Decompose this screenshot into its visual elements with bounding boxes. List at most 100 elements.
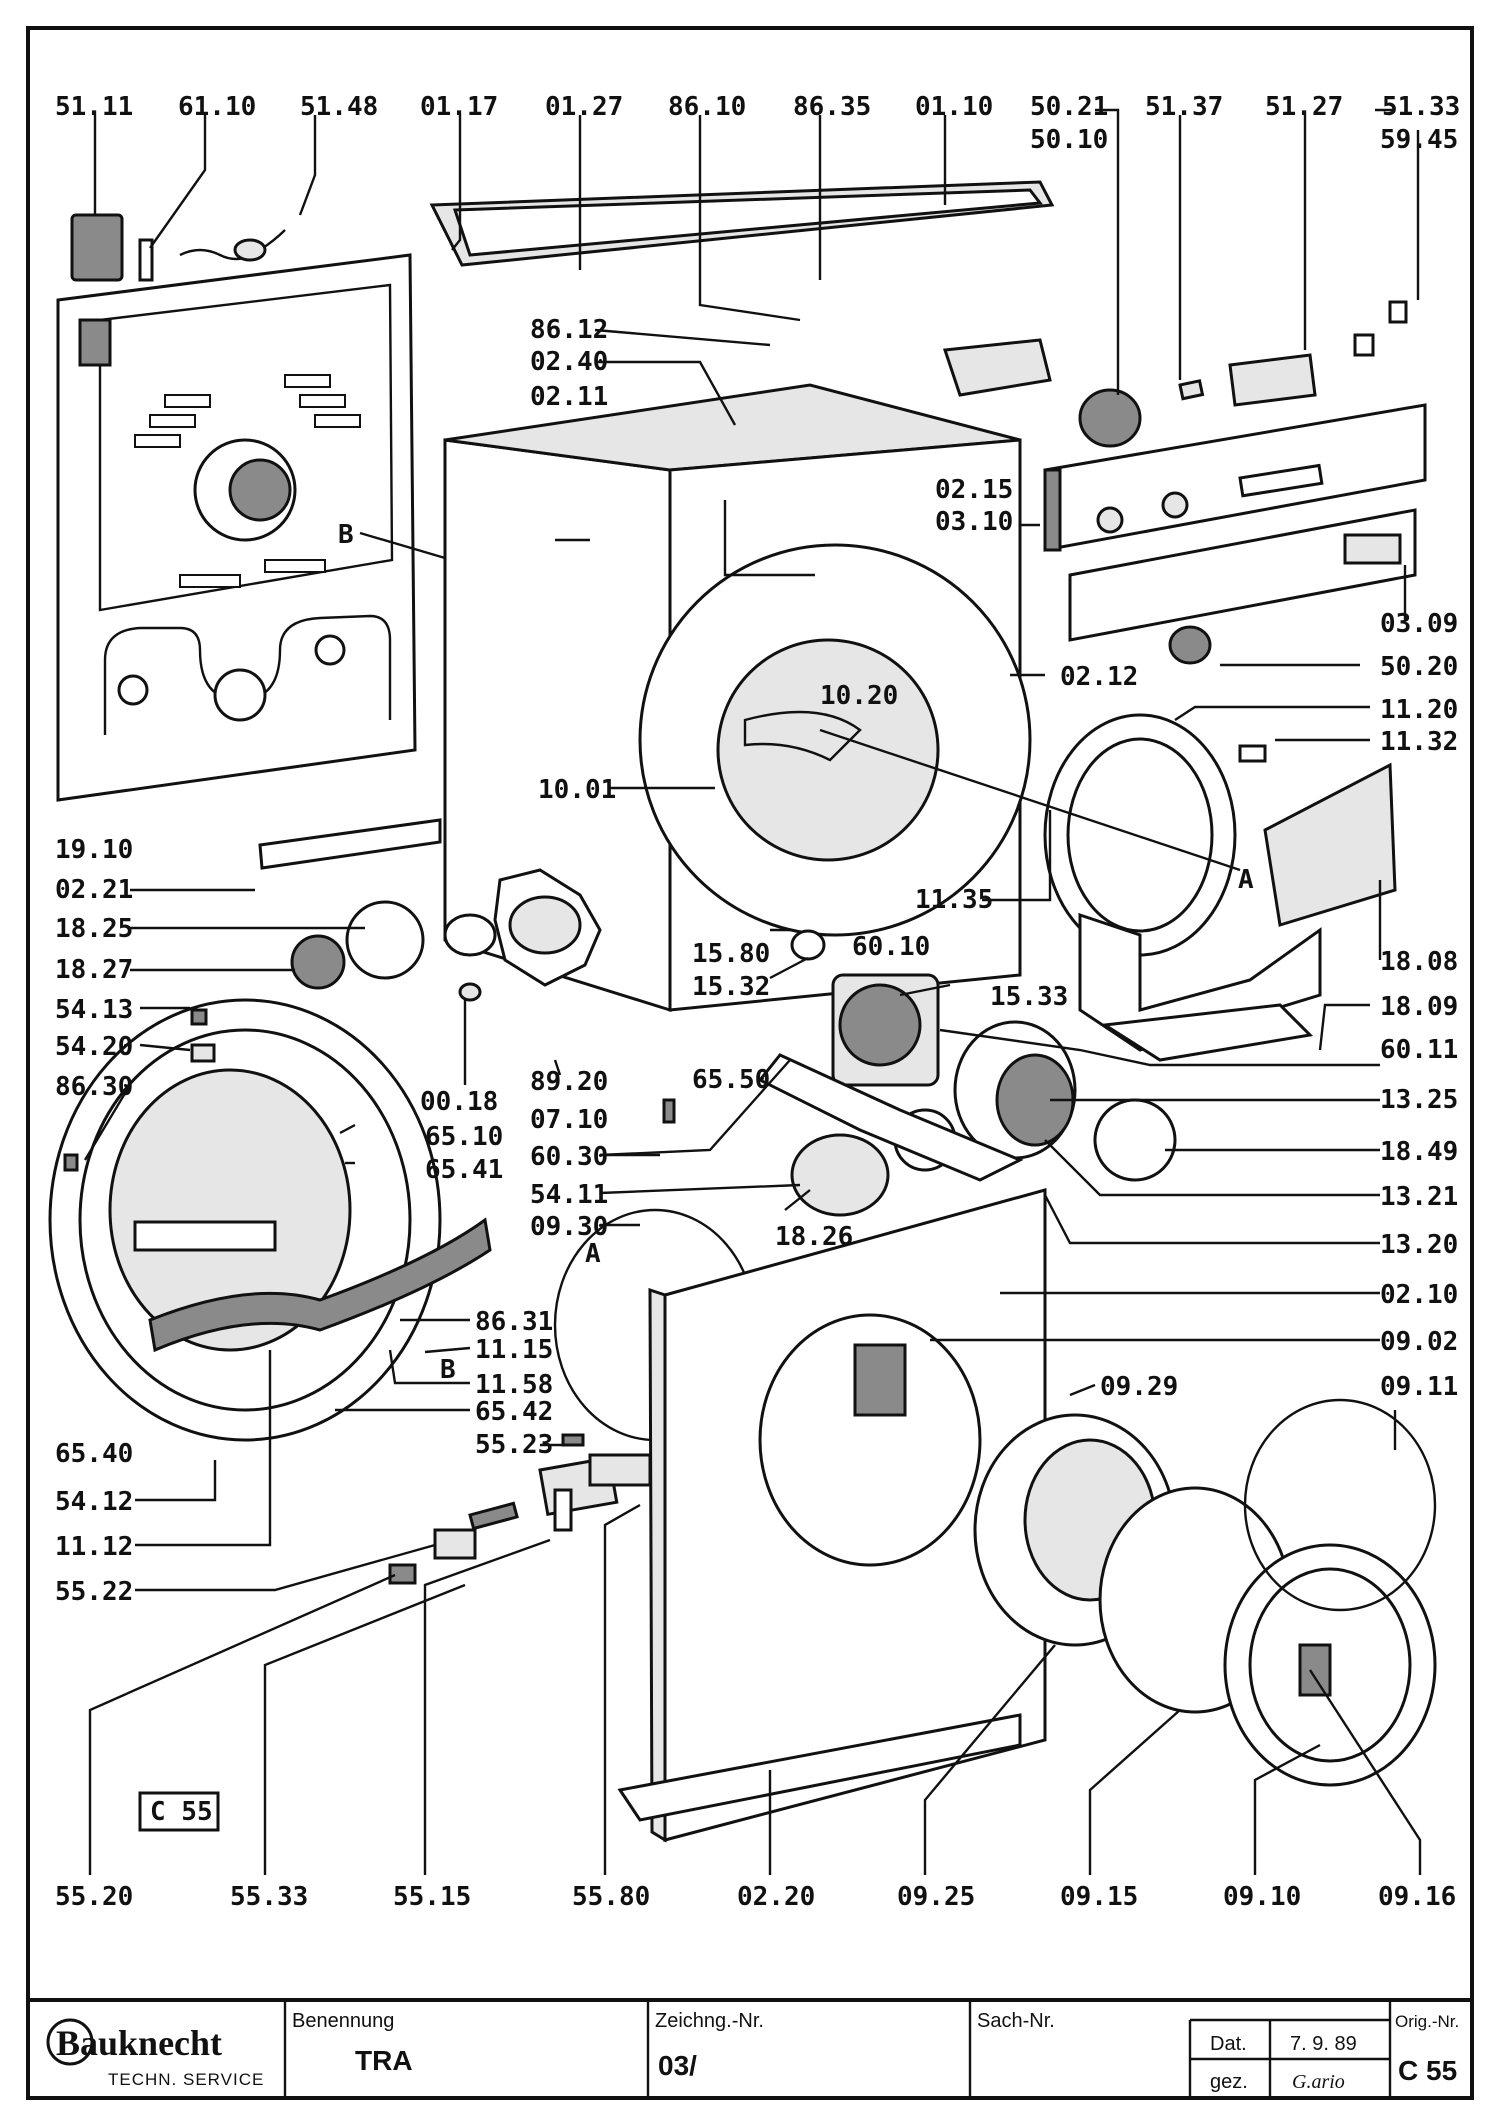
orig-caption: Orig.-Nr.	[1395, 2012, 1459, 2031]
hose-clamp	[1093, 1098, 1177, 1182]
label-02-11: 02.11	[530, 382, 608, 412]
label-15-33: 15.33	[990, 982, 1068, 1012]
ref-letter-b-upper: B	[338, 520, 354, 550]
label-11-32: 11.32	[1380, 727, 1458, 757]
label-55-33: 55.33	[230, 1882, 308, 1912]
label-11-58: 11.58	[475, 1370, 553, 1400]
ref-letter-b-lower: B	[440, 1355, 456, 1385]
control-panel-inner	[1068, 508, 1417, 642]
label-10-01: 10.01	[538, 775, 616, 805]
label-55-80: 55.80	[572, 1882, 650, 1912]
label-89-20: 89.20	[530, 1067, 608, 1097]
benennung-caption: Benennung	[292, 2010, 394, 2032]
label-09-25: 09.25	[897, 1882, 975, 1912]
label-86-31: 86.31	[475, 1307, 553, 1337]
label-65-10: 65.10	[425, 1122, 503, 1152]
label-51-37: 51.37	[1145, 92, 1223, 122]
label-09-16: 09.16	[1378, 1882, 1456, 1912]
brand-name: Bauknecht	[56, 2023, 222, 2063]
label-18-09: 18.09	[1380, 992, 1458, 1022]
label-61-10: 61.10	[178, 92, 256, 122]
label-65-41: 65.41	[425, 1155, 503, 1185]
label-65-42: 65.42	[475, 1397, 553, 1427]
zeichng-caption: Zeichng.-Nr.	[655, 2010, 764, 2032]
label-11-15: 11.15	[475, 1335, 553, 1365]
part-labels: 51.11 61.10 51.48 01.17 01.27 86.10 86.3…	[55, 92, 1460, 1912]
label-01-10: 01.10	[915, 92, 993, 122]
sheet-code-box	[138, 1791, 220, 1832]
label-13-25: 13.25	[1380, 1085, 1458, 1115]
label-11-35: 11.35	[915, 885, 993, 915]
label-19-10: 19.10	[55, 835, 133, 865]
label-13-20: 13.20	[1380, 1230, 1458, 1260]
label-10-20: 10.20	[820, 681, 898, 711]
ref-letter-a-right: A	[1238, 865, 1254, 895]
label-02-15: 02.15	[935, 475, 1013, 505]
label-18-49: 18.49	[1380, 1137, 1458, 1167]
lint-filter	[1263, 762, 1397, 927]
label-00-18: 00.18	[420, 1087, 498, 1117]
leader-lines	[83, 108, 1422, 1875]
label-18-25: 18.25	[55, 914, 133, 944]
label-51-48: 51.48	[300, 92, 378, 122]
label-86-12: 86.12	[530, 315, 608, 345]
label-54-13: 54.13	[55, 995, 133, 1025]
label-09-15: 09.15	[1060, 1882, 1138, 1912]
benennung-value: TRA	[355, 2045, 413, 2076]
orig-value: C 55	[1398, 2055, 1457, 2086]
label-50-21: 50.21	[1030, 92, 1108, 122]
label-09-10: 09.10	[1223, 1882, 1301, 1912]
label-09-29: 09.29	[1100, 1372, 1178, 1402]
label-86-35: 86.35	[793, 92, 871, 122]
label-60-10: 60.10	[852, 932, 930, 962]
label-51-27: 51.27	[1265, 92, 1343, 122]
label-55-23: 55.23	[475, 1430, 553, 1460]
label-86-10: 86.10	[668, 92, 746, 122]
label-59-45: 59.45	[1380, 125, 1458, 155]
label-18-27: 18.27	[55, 955, 133, 985]
zeichng-value: 03/	[658, 2050, 697, 2081]
label-01-17: 01.17	[420, 92, 498, 122]
label-09-11: 09.11	[1380, 1372, 1458, 1402]
label-07-10: 07.10	[530, 1105, 608, 1135]
dat-value: 7. 9. 89	[1290, 2033, 1357, 2055]
sach-caption: Sach-Nr.	[977, 2010, 1055, 2032]
label-02-21: 02.21	[55, 875, 133, 905]
label-50-10: 50.10	[1030, 125, 1108, 155]
bauknecht-logo: Bauknecht TECHN. SERVICE	[46, 2018, 264, 2089]
label-60-11: 60.11	[1380, 1035, 1458, 1065]
label-55-22: 55.22	[55, 1577, 133, 1607]
label-02-40: 02.40	[530, 347, 608, 377]
label-03-09: 03.09	[1380, 609, 1458, 639]
label-02-20: 02.20	[737, 1882, 815, 1912]
sheet-code-label: C 55	[150, 1797, 213, 1827]
label-01-27: 01.27	[545, 92, 623, 122]
label-15-32: 15.32	[692, 972, 770, 1002]
label-54-11: 54.11	[530, 1180, 608, 1210]
label-50-20: 50.20	[1380, 652, 1458, 682]
label-51-11: 51.11	[55, 92, 133, 122]
label-86-30: 86.30	[55, 1072, 133, 1102]
label-65-50: 65.50	[692, 1065, 770, 1095]
brand-subtitle: TECHN. SERVICE	[108, 2070, 264, 2089]
label-54-12: 54.12	[55, 1487, 133, 1517]
programme-selector	[942, 338, 1052, 397]
label-54-20: 54.20	[55, 1032, 133, 1062]
mains-filter	[70, 213, 124, 282]
lint-screen	[148, 1217, 492, 1353]
title-block: Bauknecht TECHN. SERVICE Benennung TRA Z…	[26, 1998, 1474, 2100]
corrugated-hose	[790, 1133, 890, 1217]
label-11-12: 11.12	[55, 1532, 133, 1562]
label-15-80: 15.80	[692, 939, 770, 969]
label-18-26: 18.26	[775, 1222, 853, 1252]
label-65-40: 65.40	[55, 1439, 133, 1469]
label-18-08: 18.08	[1380, 947, 1458, 977]
label-55-20: 55.20	[55, 1882, 133, 1912]
label-03-10: 03.10	[935, 507, 1013, 537]
push-button-switch	[1228, 353, 1317, 407]
gez-caption: gez.	[1210, 2071, 1248, 2093]
label-09-02: 09.02	[1380, 1327, 1458, 1357]
parts-drawing	[48, 180, 1437, 1843]
ref-letter-a-left: A	[585, 1239, 601, 1269]
